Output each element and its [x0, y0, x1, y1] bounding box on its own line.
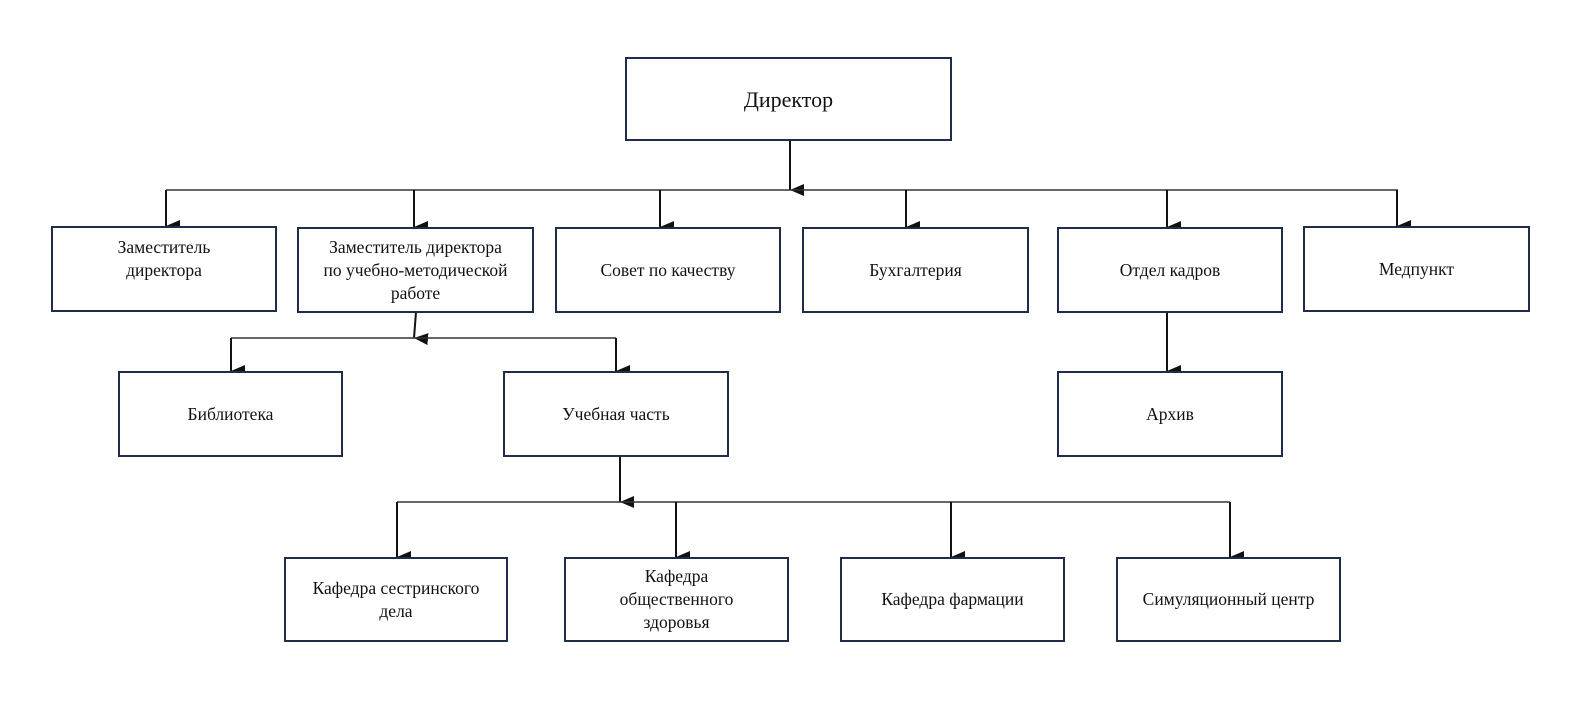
node-nursing-dept: Кафедра сестринского дела — [284, 557, 508, 642]
node-pharmacy-dept: Кафедра фармации — [840, 557, 1065, 642]
node-label: Медпункт — [1378, 258, 1455, 279]
node-label: Учебная часть — [562, 403, 670, 424]
node-quality-council: Совет по качеству — [555, 227, 781, 313]
node-label: Заместитель директора — [117, 237, 211, 280]
connector-deputy-academic-down — [413, 311, 429, 346]
node-label: Заместитель директора по учебно-методиче… — [323, 236, 508, 303]
node-hr: Отдел кадров — [1057, 227, 1283, 313]
node-public-health-dept: Кафедра общественного здоровья — [564, 557, 789, 642]
node-label: Бухгалтерия — [869, 259, 962, 280]
node-deputy: Заместитель директора — [51, 226, 277, 312]
node-label: Кафедра сестринского дела — [312, 577, 480, 621]
node-label: Кафедра фармации — [881, 589, 1024, 609]
node-label: Библиотека — [187, 403, 274, 424]
node-accounting: Бухгалтерия — [802, 227, 1029, 313]
node-academic-office: Учебная часть — [503, 371, 729, 457]
node-label: Отдел кадров — [1119, 260, 1221, 280]
node-label: Кафедра общественного здоровья — [619, 566, 734, 632]
node-label: Директор — [743, 86, 834, 112]
node-label: Архив — [1146, 403, 1194, 424]
node-library: Библиотека — [118, 371, 343, 457]
node-archive: Архив — [1057, 371, 1283, 457]
node-label: Совет по качеству — [600, 259, 736, 280]
node-director: Директор — [625, 57, 952, 141]
node-medical-office: Медпункт — [1303, 226, 1530, 312]
node-simulation-center: Симуляционный центр — [1116, 557, 1341, 642]
node-deputy-academic: Заместитель директора по учебно-методиче… — [297, 227, 534, 313]
node-label: Симуляционный центр — [1142, 589, 1315, 609]
